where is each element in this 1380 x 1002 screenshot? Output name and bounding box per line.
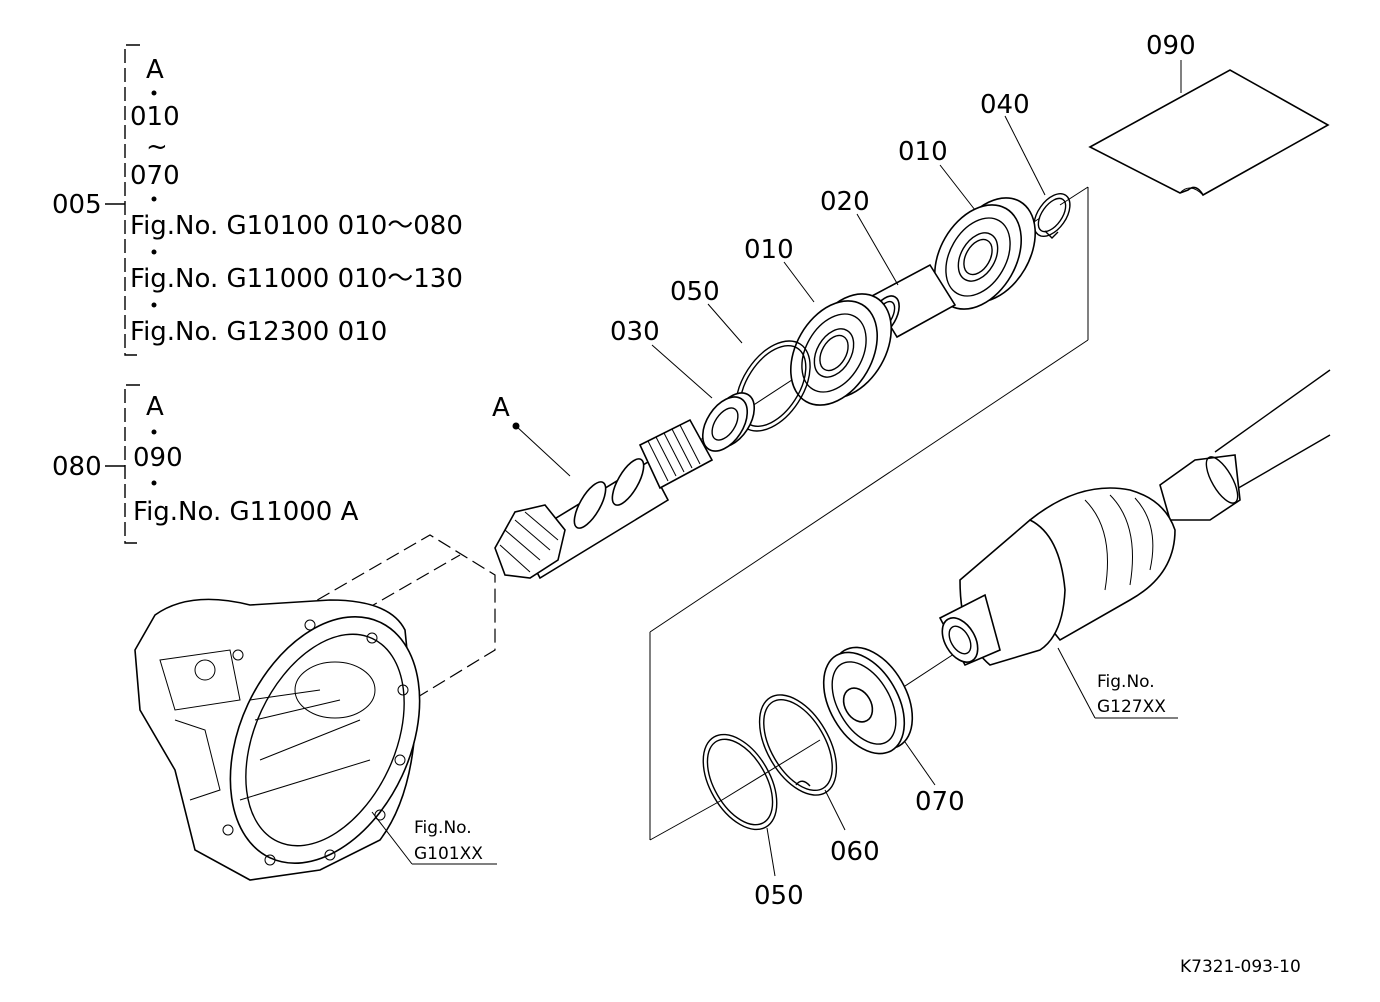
group-080-line: Fig.No. G11000 A (133, 497, 359, 527)
drive-shaft-part (938, 369, 1331, 667)
separator-dot (151, 90, 157, 96)
collar-part (701, 392, 756, 452)
separator-dot (151, 249, 157, 255)
leader-060 (824, 789, 846, 831)
axis-lower (721, 739, 821, 801)
group-080-number: 080 (52, 452, 102, 482)
pinion-shaft-part (494, 418, 714, 580)
group-005-line: A (146, 55, 164, 85)
internal-circlip-part (758, 694, 838, 796)
drawing-number: K7321-093-10 (1180, 957, 1301, 977)
label-sheet-part (1088, 69, 1330, 197)
housing-ref-fig: Fig.No. (414, 818, 472, 838)
leader-050-top (707, 303, 743, 344)
callout-010-middle: 010 (744, 235, 794, 265)
axis-upper (1059, 186, 1089, 206)
group-005-line: Fig.No. G12300 010 (130, 317, 387, 347)
point-a-dot (512, 422, 520, 430)
bearing-part-top (933, 197, 1037, 310)
callout-020: 020 (820, 187, 870, 217)
leader-020 (856, 213, 899, 286)
separator-dot (151, 480, 157, 486)
circlip-part (1033, 193, 1071, 239)
separator-dot (151, 196, 157, 202)
shim-part-bottom (702, 733, 778, 831)
bracket-080 (124, 384, 140, 544)
callout-050-bottom: 050 (754, 881, 804, 911)
group-005-line: 010 (130, 102, 180, 132)
group-005-number: 005 (52, 190, 102, 220)
callout-point-a: A (492, 393, 510, 423)
oil-seal-part (822, 646, 914, 755)
housing-ref-code: G101XX (414, 844, 483, 864)
leader-050-bottom (766, 827, 776, 877)
callout-060: 060 (830, 837, 880, 867)
group-005-line: ~ (146, 132, 168, 162)
callout-030: 030 (610, 317, 660, 347)
shaft-ref-fig: Fig.No. (1097, 672, 1155, 692)
leader-point-a (515, 425, 571, 477)
front-axle-housing (134, 534, 496, 881)
group-080: 080 A 090 Fig.No. G11000 A (52, 384, 359, 544)
leader-040 (1004, 115, 1046, 196)
bracket-005 (124, 44, 140, 356)
callout-040: 040 (980, 90, 1030, 120)
callout-070: 070 (915, 787, 965, 817)
leader-010-middle (783, 261, 815, 303)
group-080-line: A (146, 392, 164, 422)
exploded-box-upper (649, 187, 1089, 841)
callout-090: 090 (1146, 31, 1196, 61)
callout-050-top: 050 (670, 277, 720, 307)
leader-shaft (1057, 647, 1096, 719)
group-005-line: Fig.No. G11000 010～130 (130, 264, 463, 294)
leader-housing (371, 811, 413, 865)
group-005-line: Fig.No. G10100 010～080 (130, 211, 463, 241)
bearing-part-middle (789, 293, 893, 406)
callout-010-top: 010 (898, 137, 948, 167)
leader-070 (904, 741, 936, 786)
leader-010-top (939, 164, 976, 211)
group-080-line: 090 (133, 443, 183, 473)
leader-030 (651, 344, 713, 399)
separator-dot (151, 429, 157, 435)
shaft-ref-code: G127XX (1097, 697, 1166, 717)
group-005: 005 A 010 ~ 070 Fig.No. G10100 010～080 F… (52, 44, 463, 356)
separator-dot (151, 302, 157, 308)
group-005-line: 070 (130, 161, 180, 191)
